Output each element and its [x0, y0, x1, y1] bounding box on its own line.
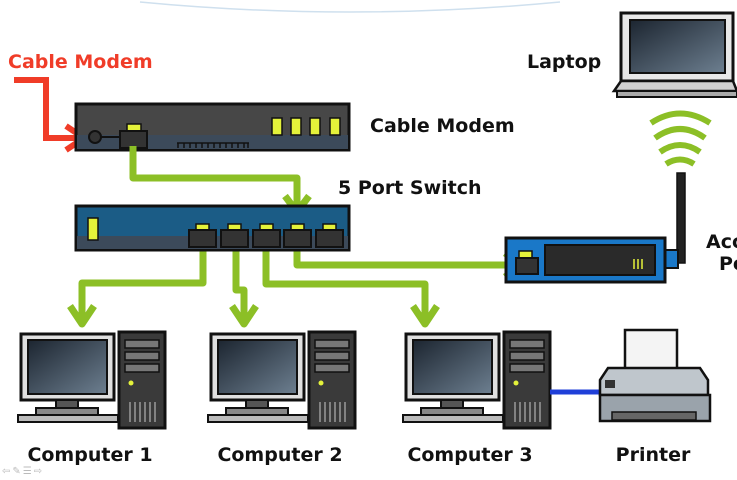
pen-tool-button[interactable]: ✎ — [12, 466, 21, 477]
laptop-label: Laptop — [527, 51, 601, 73]
cable-to-access-point — [293, 245, 520, 269]
switch-label: 5 Port Switch — [338, 177, 482, 199]
cable-to-computer3 — [262, 245, 429, 322]
access-point-label-line2: Point — [719, 253, 737, 275]
cable-to-computer1 — [78, 245, 207, 322]
access-point-device — [504, 172, 686, 284]
previous-slide-button[interactable]: ⇦ — [2, 466, 11, 477]
computer-1-device — [17, 330, 167, 430]
slide-arc-decoration — [139, 1, 561, 13]
wifi-signal-icon — [649, 110, 712, 167]
computer-1-label: Computer 1 — [27, 444, 152, 466]
printer-label: Printer — [616, 444, 691, 466]
cable-to-computer2 — [232, 245, 248, 322]
printer-device — [598, 328, 712, 423]
cable-modem-to-switch — [129, 146, 301, 210]
ethernet-port — [119, 130, 148, 149]
cable-modem-label: Cable Modem — [370, 115, 515, 137]
slide-menu-button[interactable]: ☰ — [22, 466, 32, 477]
input-cable-arrow — [14, 77, 90, 153]
cable-modem-input-label: Cable Modem — [8, 51, 153, 73]
next-slide-button[interactable]: ⇨ — [33, 466, 43, 477]
slideshow-nav: ⇦ ✎ ☰ ⇨ — [2, 466, 42, 477]
cable-modem-device — [74, 102, 351, 152]
computer-2-label: Computer 2 — [217, 444, 342, 466]
laptop-device — [611, 11, 737, 98]
computer-3-device — [401, 330, 552, 430]
coax-port — [88, 130, 102, 144]
switch-device — [74, 204, 351, 252]
computer-3-label: Computer 3 — [407, 444, 532, 466]
access-point-label-line1: Access — [706, 231, 737, 253]
antenna — [676, 172, 686, 264]
switch-ports — [188, 223, 344, 248]
computer-2-device — [206, 330, 357, 430]
